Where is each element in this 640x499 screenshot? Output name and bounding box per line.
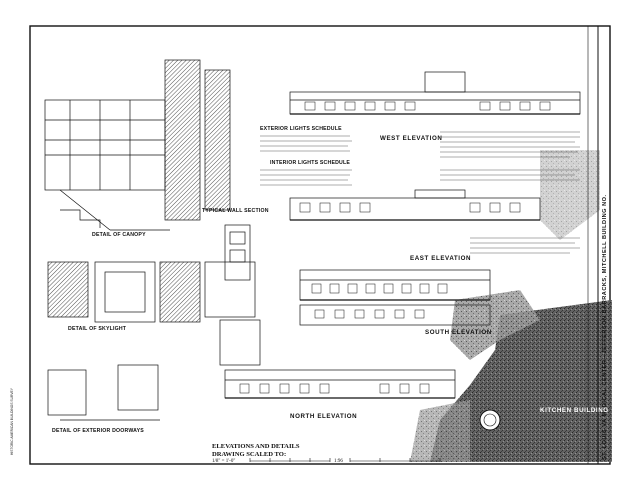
- bottom-title-2: DRAWING SCALED TO:: [212, 451, 286, 458]
- scale-imperial: 1/8" = 1'-0": [212, 459, 235, 464]
- bottom-title-1: ELEVATIONS AND DETAILS: [212, 443, 300, 450]
- label-kitchen-building: KITCHEN BUILDING: [540, 407, 609, 414]
- survey-seal: [479, 409, 501, 431]
- svg-text:HISTORIC AMERICAN BUILDINGS SU: HISTORIC AMERICAN BUILDINGS SURVEY: [10, 387, 14, 455]
- svg-text:INTERIOR LIGHTS SCHEDULE: INTERIOR LIGHTS SCHEDULE: [270, 160, 350, 166]
- label-detail-canopy: DETAIL OF CANOPY: [92, 232, 146, 238]
- left-margin-note: HISTORIC AMERICAN BUILDINGS SURVEY: [10, 387, 14, 455]
- label-south-elevation: SOUTH ELEVATION: [425, 329, 492, 336]
- plan-details-lower-left: [47, 261, 261, 421]
- aged-paper-area: [410, 150, 612, 462]
- svg-text:EXTERIOR LIGHTS SCHEDULE: EXTERIOR LIGHTS SCHEDULE: [260, 126, 342, 132]
- title-sidebar: ST. LOUIS VA MEDICAL CENTER—JEFFERSON BA…: [587, 26, 608, 464]
- label-north-elevation: NORTH ELEVATION: [290, 413, 357, 420]
- label-detail-skylight: DETAIL OF SKYLIGHT: [68, 326, 127, 332]
- label-west-elevation: WEST ELEVATION: [380, 135, 442, 142]
- label-detail-exterior-doorways: DETAIL OF EXTERIOR DOORWAYS: [52, 428, 144, 434]
- label-east-elevation: EAST ELEVATION: [410, 255, 471, 262]
- general-notes: [440, 131, 580, 254]
- bottom-title-block: ELEVATIONS AND DETAILS DRAWING SCALED TO…: [212, 443, 441, 464]
- south-elevation-drawing: [299, 304, 491, 326]
- scale-metric: 1:96: [334, 459, 343, 464]
- middle-elevation-drawing: [289, 189, 541, 221]
- label-typical-wall-section: TYPICAL WALL SECTION: [202, 208, 269, 214]
- north-elevation-drawing: [224, 369, 456, 399]
- sidebar-title: ST. LOUIS VA MEDICAL CENTER—JEFFERSON BA…: [602, 194, 608, 460]
- lights-schedules: EXTERIOR LIGHTS SCHEDULE INTERIOR LIGHTS…: [260, 126, 352, 186]
- west-elevation-drawing: [289, 71, 581, 115]
- section-detail-upper-left: [44, 59, 231, 231]
- east-elevation-drawing: [299, 269, 491, 301]
